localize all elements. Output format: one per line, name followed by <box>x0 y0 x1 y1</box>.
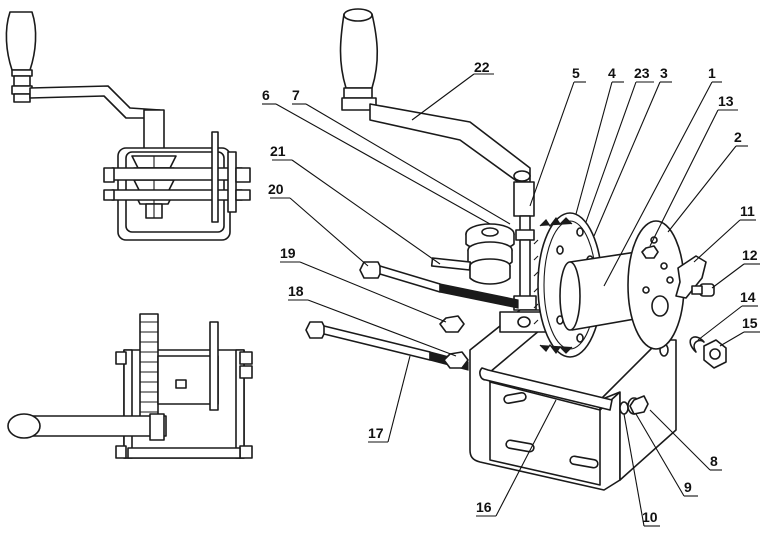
exploded-view <box>305 8 727 491</box>
nut-icon <box>235 189 251 201</box>
handle-end-icon <box>7 413 41 439</box>
nut-icon <box>239 365 253 379</box>
drum-hole <box>175 379 187 389</box>
nut-icon <box>239 445 253 459</box>
callout-label: 6 <box>262 87 270 103</box>
callout-label: 12 <box>742 247 758 263</box>
gear-edge <box>139 313 159 425</box>
nut-icon <box>239 351 253 365</box>
cross-bar-2 <box>111 189 243 201</box>
callout-20: 20 <box>268 181 369 267</box>
callout-label: 20 <box>268 181 284 197</box>
shaft <box>143 109 165 153</box>
callout-8: 8 <box>649 409 722 471</box>
cross-bar <box>111 167 243 181</box>
nut-icon <box>235 167 251 183</box>
crank-hub <box>149 413 165 441</box>
callout-label: 14 <box>740 289 756 305</box>
callout-label: 21 <box>270 143 286 159</box>
front-view <box>7 313 253 459</box>
callout-label: 3 <box>660 65 668 81</box>
worm <box>465 223 515 285</box>
callout-label: 2 <box>734 129 742 145</box>
through-bolt <box>305 321 469 371</box>
callout-label: 11 <box>740 203 755 219</box>
callout-4: 4 <box>575 65 624 215</box>
long-bolt <box>359 261 519 309</box>
callout-label: 22 <box>474 59 490 75</box>
callouts: 22 5 4 23 3 1 <box>262 59 760 527</box>
callout-21: 21 <box>270 143 441 265</box>
callout-11: 11 <box>693 203 756 263</box>
hex-nut-small <box>629 395 649 415</box>
callout-label: 18 <box>288 283 304 299</box>
frame-left-plate <box>123 349 133 459</box>
nut-icon <box>115 445 127 459</box>
callout-22: 22 <box>411 59 494 121</box>
callout-9: 9 <box>635 413 698 497</box>
crank-arm <box>29 85 161 119</box>
handle-grip-icon <box>5 11 37 103</box>
callout-17: 17 <box>368 355 411 443</box>
callout-label: 4 <box>608 65 616 81</box>
callout-label: 8 <box>710 453 718 469</box>
pawl-screw <box>691 283 715 297</box>
gear-plate-edge <box>211 131 219 223</box>
nut-icon <box>103 167 115 183</box>
callout-13: 13 <box>649 93 738 247</box>
callout-6: 6 <box>262 87 491 225</box>
callout-2: 2 <box>667 129 748 233</box>
callout-label: 13 <box>718 93 734 109</box>
callout-label: 15 <box>742 315 758 331</box>
spring-washer <box>689 336 705 353</box>
top-view <box>5 11 251 241</box>
callout-10: 10 <box>623 413 660 527</box>
callout-label: 10 <box>642 509 658 525</box>
crank-arm-front <box>25 415 167 437</box>
callout-1: 1 <box>603 65 722 287</box>
callout-label: 19 <box>280 245 296 261</box>
callout-7: 7 <box>292 87 511 225</box>
drum-front <box>157 355 219 405</box>
callout-16: 16 <box>476 399 557 517</box>
callout-label: 5 <box>572 65 580 81</box>
callout-14: 14 <box>697 289 758 341</box>
side-plate-edge <box>227 151 237 213</box>
callout-19: 19 <box>280 245 447 323</box>
callout-18: 18 <box>288 283 457 357</box>
hex-nut <box>703 339 727 369</box>
gear-teeth-icon <box>140 321 158 413</box>
nut <box>439 315 465 333</box>
callout-label: 9 <box>684 479 692 495</box>
pin <box>430 257 472 271</box>
callout-label: 23 <box>634 65 650 81</box>
nut-icon <box>103 189 115 201</box>
drum-bolt <box>641 245 659 259</box>
callout-label: 1 <box>708 65 716 81</box>
crank-handle <box>339 8 531 183</box>
callout-label: 7 <box>292 87 300 103</box>
callout-5: 5 <box>529 65 586 207</box>
lock-washer <box>619 401 629 415</box>
drum-flange <box>627 220 685 350</box>
worm-shaft <box>513 181 537 311</box>
nut-icon <box>115 351 127 365</box>
callout-23: 23 <box>585 65 654 223</box>
callout-3: 3 <box>593 65 672 237</box>
flange-edge <box>209 321 219 411</box>
callout-label: 17 <box>368 425 384 441</box>
bottom-rod <box>127 447 241 459</box>
callout-15: 15 <box>719 315 760 347</box>
callout-label: 16 <box>476 499 492 515</box>
callout-12: 12 <box>711 247 760 289</box>
